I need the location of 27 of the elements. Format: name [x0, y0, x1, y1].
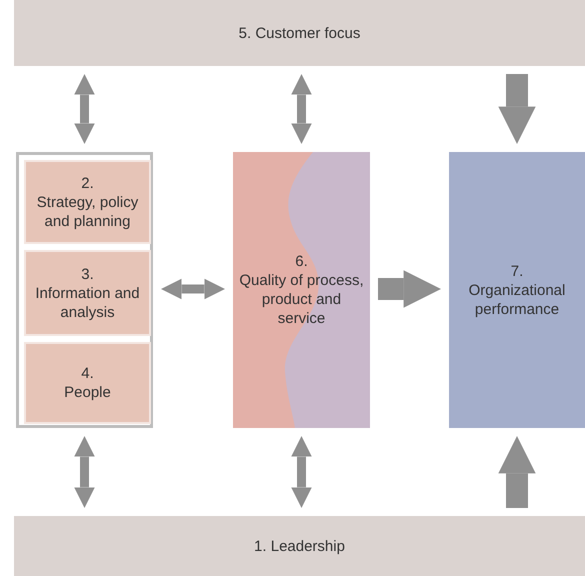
process-box — [24, 250, 151, 336]
node-label: 6. — [295, 252, 308, 271]
arrow — [291, 74, 312, 144]
node-label: 3. — [81, 264, 94, 284]
node-label: People — [64, 383, 111, 402]
process-box — [24, 160, 151, 244]
node-label: Organizational performance — [468, 280, 566, 318]
arrow — [498, 74, 536, 144]
arrow — [498, 436, 536, 508]
arrow — [74, 74, 95, 144]
arrow — [291, 436, 312, 508]
node-label: 4. — [81, 364, 94, 383]
node-label: Information and analysis — [34, 284, 141, 322]
process-box — [449, 152, 585, 428]
band-box — [14, 516, 585, 576]
node-label: 2. — [81, 174, 94, 192]
node-label: Strategy, policy and planning — [36, 192, 140, 230]
band-box — [14, 0, 585, 66]
arrow — [74, 436, 95, 508]
node-label: 7. — [510, 262, 524, 280]
group-box — [16, 152, 153, 428]
arrow — [378, 270, 441, 308]
arrow — [161, 278, 225, 300]
process-box — [24, 342, 151, 424]
node-label: 5. Customer focus — [238, 24, 360, 42]
node-label: 1. Leadership — [254, 536, 345, 556]
node-label: Quality of process, product and service — [238, 271, 364, 328]
